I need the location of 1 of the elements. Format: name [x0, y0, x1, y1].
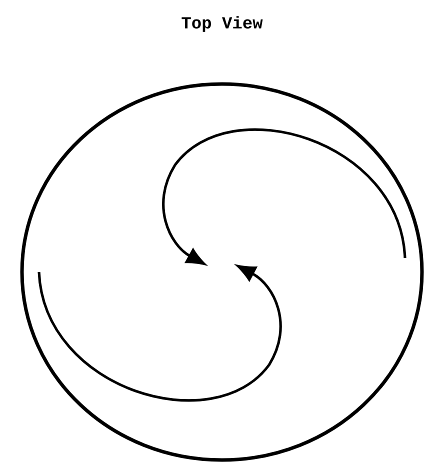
- title: Top View: [182, 16, 263, 32]
